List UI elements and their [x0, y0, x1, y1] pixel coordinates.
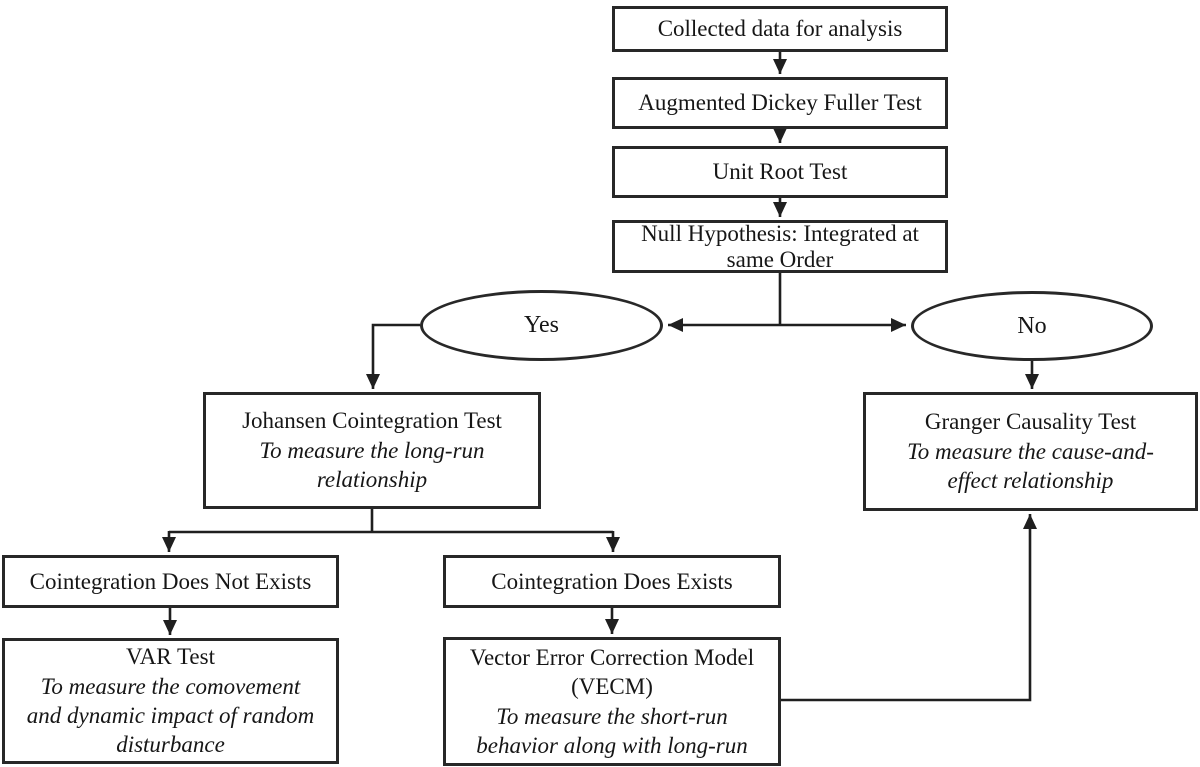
node-johansen-cointegration-label: Johansen Cointegration Test — [242, 407, 502, 433]
node-granger-causality: Granger Causality Test To measure the ca… — [863, 392, 1198, 511]
node-var-test-label: VAR Test — [126, 644, 215, 670]
node-augmented-dickey-fuller: Augmented Dickey Fuller Test — [612, 77, 948, 129]
node-null-hypothesis-label: Null Hypothesis: Integrated at same Orde… — [641, 221, 919, 272]
node-johansen-cointegration: Johansen Cointegration Test To measure t… — [203, 392, 541, 509]
node-null-hypothesis: Null Hypothesis: Integrated at same Orde… — [612, 220, 948, 273]
decision-yes-label: Yes — [524, 312, 559, 339]
node-johansen-cointegration-note: To measure the long-run relationship — [259, 437, 485, 493]
node-cointegration-does-exists-label: Cointegration Does Exists — [491, 568, 733, 594]
node-granger-causality-label: Granger Causality Test — [924, 408, 1137, 434]
decision-ellipse-yes: Yes — [420, 290, 663, 361]
edge-yes-to-johansen — [366, 323, 420, 389]
node-collected-data-label: Collected data for analysis — [657, 16, 903, 42]
node-granger-causality-note: To measure the cause-and- effect relatio… — [907, 438, 1154, 494]
node-var-test: VAR Test To measure the comovement and d… — [2, 638, 339, 764]
decision-ellipse-no: No — [911, 291, 1153, 361]
node-cointegration-does-not-exists-label: Cointegration Does Not Exists — [29, 568, 312, 594]
node-collected-data: Collected data for analysis — [612, 6, 948, 52]
node-unit-root-test: Unit Root Test — [612, 146, 948, 198]
node-unit-root-test-label: Unit Root Test — [712, 159, 848, 185]
node-augmented-dickey-fuller-label: Augmented Dickey Fuller Test — [638, 90, 922, 116]
edge-vecm-to-granger — [781, 514, 1037, 702]
node-cointegration-does-not-exists: Cointegration Does Not Exists — [2, 555, 339, 608]
node-vecm: Vector Error Correction Model (VECM) To … — [443, 637, 781, 766]
node-cointegration-does-exists: Cointegration Does Exists — [443, 555, 781, 608]
node-vecm-label: Vector Error Correction Model (VECM) — [469, 644, 755, 700]
node-var-test-note: To measure the comovement and dynamic im… — [26, 673, 315, 758]
node-vecm-note: To measure the short-run behavior along … — [476, 703, 748, 758]
decision-no-label: No — [1017, 312, 1047, 339]
